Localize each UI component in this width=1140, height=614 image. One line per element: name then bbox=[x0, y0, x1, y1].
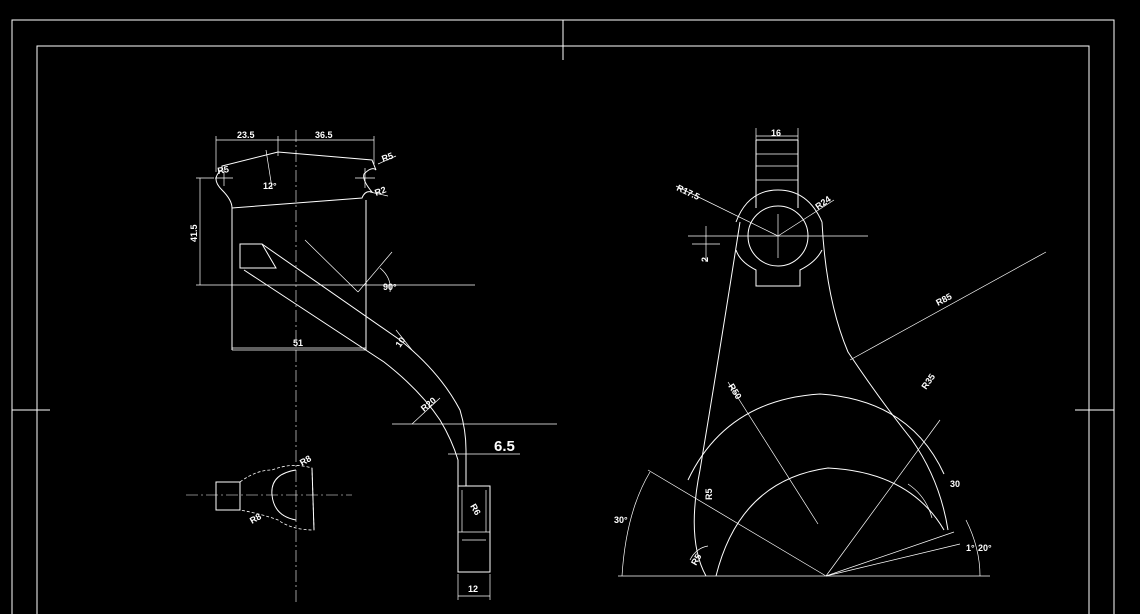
end-view bbox=[186, 465, 352, 531]
dim-r5-right: R5 bbox=[704, 488, 714, 500]
body-right-edge bbox=[821, 221, 949, 531]
dim-r5-bottom: R5 bbox=[689, 552, 703, 567]
section-detail bbox=[457, 485, 491, 600]
dim-41-5: 41.5 bbox=[189, 224, 199, 242]
dim-r50: R50 bbox=[726, 382, 743, 401]
dim-r6: R6 bbox=[468, 502, 482, 517]
dim-angle-20: 20° bbox=[978, 543, 992, 553]
dim-r20: R20 bbox=[419, 395, 438, 413]
dim-36-5: 36.5 bbox=[315, 130, 333, 140]
arc-r50 bbox=[687, 393, 945, 481]
dim-r8-top: R8 bbox=[298, 453, 313, 467]
dim-r5-top: R5 bbox=[380, 151, 394, 164]
dim-6-5: 6.5 bbox=[494, 438, 515, 455]
dim-r5-left: R5 bbox=[217, 164, 230, 176]
dim-angle-30: 30° bbox=[614, 515, 628, 525]
dim-angle-90: 90° bbox=[383, 282, 397, 292]
side-view bbox=[618, 128, 1047, 577]
dim-2: 2 bbox=[700, 257, 710, 262]
arm-inner-edge bbox=[243, 269, 459, 486]
body-left-edge bbox=[693, 221, 741, 577]
dim-r35: R35 bbox=[919, 372, 937, 391]
arc-r35 bbox=[715, 467, 945, 577]
top-profile bbox=[215, 151, 377, 209]
dim-16: 16 bbox=[771, 128, 781, 138]
dim-r2: R2 bbox=[373, 185, 387, 198]
dim-r17-5: R17.5 bbox=[675, 183, 701, 202]
arm-outer-edge bbox=[261, 243, 467, 486]
dim-51: 51 bbox=[293, 338, 303, 348]
dim-r85: R85 bbox=[934, 291, 953, 308]
front-view bbox=[196, 130, 557, 605]
dim-30: 30 bbox=[950, 479, 960, 489]
inner-notch bbox=[239, 243, 277, 269]
dim-r24: R24 bbox=[813, 194, 832, 212]
dim-12: 12 bbox=[468, 584, 478, 594]
dim-r8-small: R8 bbox=[248, 511, 263, 525]
dim-angle-12: 12° bbox=[263, 181, 277, 191]
dim-10: 10 bbox=[393, 335, 407, 349]
sheet-frame bbox=[11, 19, 1115, 614]
dim-23-5: 23.5 bbox=[237, 130, 255, 140]
dim-angle-1: 1° bbox=[966, 543, 975, 553]
